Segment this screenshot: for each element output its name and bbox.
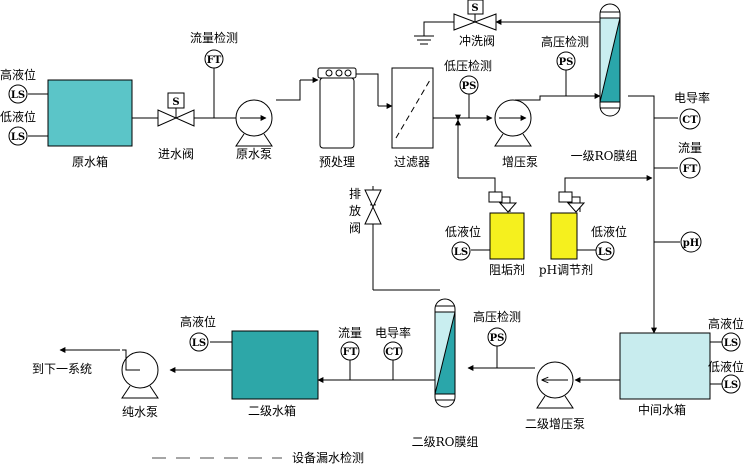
ls-tag: LS — [11, 90, 25, 101]
leak-legend-label: 设备漏水检测 — [292, 450, 364, 465]
drain-valve: 排 放 阀 — [349, 187, 382, 235]
raw-tank-high-level-label: 高液位 — [0, 67, 36, 82]
flow-label: 流量 — [678, 141, 702, 155]
booster-pump-label: 增压泵 — [502, 155, 538, 169]
legend: 设备漏水检测 — [152, 450, 364, 465]
middle-tank-high-level: 高液位 LS — [708, 316, 744, 352]
raw-pump: 原水泵 — [235, 99, 273, 161]
pretreatment: 预处理 — [317, 67, 357, 169]
next-system-label: 到下一系统 — [32, 362, 92, 376]
ro2-membrane: 二级RO膜组 — [412, 298, 479, 449]
low-pressure-ps: 低压检测 PS — [444, 58, 492, 95]
filter-label: 过滤器 — [394, 155, 430, 169]
secondary-tank: 二级水箱 — [231, 330, 319, 418]
middle-tank: 中间水箱 — [619, 332, 711, 417]
solenoid-tag: S — [471, 3, 478, 14]
ph-low-level: 低液位 LS — [591, 224, 627, 261]
ps-tag: PS — [490, 333, 505, 344]
ph-dosing: pH调节剂 — [539, 191, 593, 277]
pipes — [28, 19, 722, 385]
raw-tank-label: 原水箱 — [72, 154, 108, 169]
ft-tag: FT — [683, 164, 698, 175]
ls-tag: LS — [724, 338, 738, 349]
drain-ground-icon — [414, 35, 434, 45]
ph-agent-label: pH调节剂 — [539, 262, 593, 277]
ro1-conductivity: 电导率 CT — [674, 90, 710, 130]
drain-valve-char-1: 排 — [349, 187, 361, 201]
ps-tag: PS — [462, 81, 477, 92]
raw-tank: 原水箱 — [47, 79, 133, 169]
booster-pump-2: 二级增压泵 — [525, 361, 585, 431]
ro2-conductivity: 电导率 CT — [375, 325, 411, 361]
ps-tag: PS — [559, 57, 574, 68]
booster-pump-2-label: 二级增压泵 — [525, 417, 585, 431]
high-pressure-label: 高压检测 — [541, 34, 589, 49]
raw-tank-low-level-label: 低液位 — [0, 109, 36, 124]
flush-valve: S 冲洗阀 — [453, 0, 497, 48]
ls-tag: LS — [11, 132, 25, 143]
middle-tank-high-level-label: 高液位 — [708, 316, 744, 331]
ls-tag: LS — [454, 247, 468, 258]
inlet-valve-label: 进水阀 — [158, 147, 194, 161]
ct-tag: CT — [385, 347, 401, 358]
ft-tag: FT — [343, 347, 358, 358]
ro1-ph: pH — [680, 231, 702, 253]
drain-valve-char-3: 阀 — [349, 221, 361, 235]
secondary-tank-high-level: 高液位 LS — [180, 314, 216, 352]
ro2-label: 二级RO膜组 — [412, 435, 479, 449]
middle-tank-low-level-label: 低液位 — [708, 359, 744, 374]
booster-pump: 增压泵 — [494, 99, 538, 169]
flush-valve-label: 冲洗阀 — [459, 33, 495, 48]
antiscalant-label: 阻垢剂 — [489, 262, 525, 277]
filter: 过滤器 — [391, 67, 434, 169]
ro1-membrane: 一级RO膜组 — [571, 3, 638, 163]
pure-pump-label: 纯水泵 — [122, 405, 158, 419]
ro2-high-pressure-label: 高压检测 — [473, 309, 521, 324]
ph-low-level-label: 低液位 — [591, 224, 627, 239]
pure-pump: 纯水泵 — [121, 349, 159, 419]
ro1-high-pressure-ps: 高压检测 PS — [541, 34, 589, 71]
raw-tank-low-level: 低液位 LS — [0, 109, 36, 146]
flow-check-label: 流量检测 — [190, 30, 238, 45]
ro2-high-pressure-ps: 高压检测 PS — [473, 309, 521, 347]
ls-tag: LS — [598, 247, 612, 258]
antiscalant-low-level-label: 低液位 — [445, 224, 481, 239]
low-pressure-label: 低压检测 — [444, 58, 492, 73]
secondary-tank-label: 二级水箱 — [248, 403, 296, 418]
ro2-flow: 流量 FT — [338, 326, 362, 361]
drain-valve-char-2: 放 — [349, 203, 361, 218]
middle-tank-low-level: 低液位 LS — [708, 359, 744, 394]
ro2-conductivity-label: 电导率 — [375, 325, 411, 340]
solenoid-tag: S — [172, 97, 179, 108]
ph-tag: pH — [683, 238, 699, 249]
ro1-label: 一级RO膜组 — [571, 149, 638, 163]
ro1-flow: 流量 FT — [678, 141, 702, 179]
ls-tag: LS — [724, 380, 738, 391]
inlet-valve: S 进水阀 — [157, 92, 195, 161]
flow-check-ft: 流量检测 FT — [190, 30, 238, 69]
secondary-tank-high-level-label: 高液位 — [180, 314, 216, 329]
middle-tank-label: 中间水箱 — [638, 402, 686, 417]
ro2-flow-label: 流量 — [338, 326, 362, 340]
raw-pump-label: 原水泵 — [236, 147, 272, 161]
antiscalant-low-level: 低液位 LS — [445, 224, 481, 261]
conductivity-label: 电导率 — [674, 90, 710, 105]
pretreatment-label: 预处理 — [319, 155, 355, 169]
ct-tag: CT — [682, 115, 698, 126]
ls-tag: LS — [192, 338, 206, 349]
antiscalant-dosing: 阻垢剂 — [488, 191, 525, 277]
ft-tag: FT — [207, 55, 222, 66]
raw-tank-high-level: 高液位 LS — [0, 67, 36, 104]
